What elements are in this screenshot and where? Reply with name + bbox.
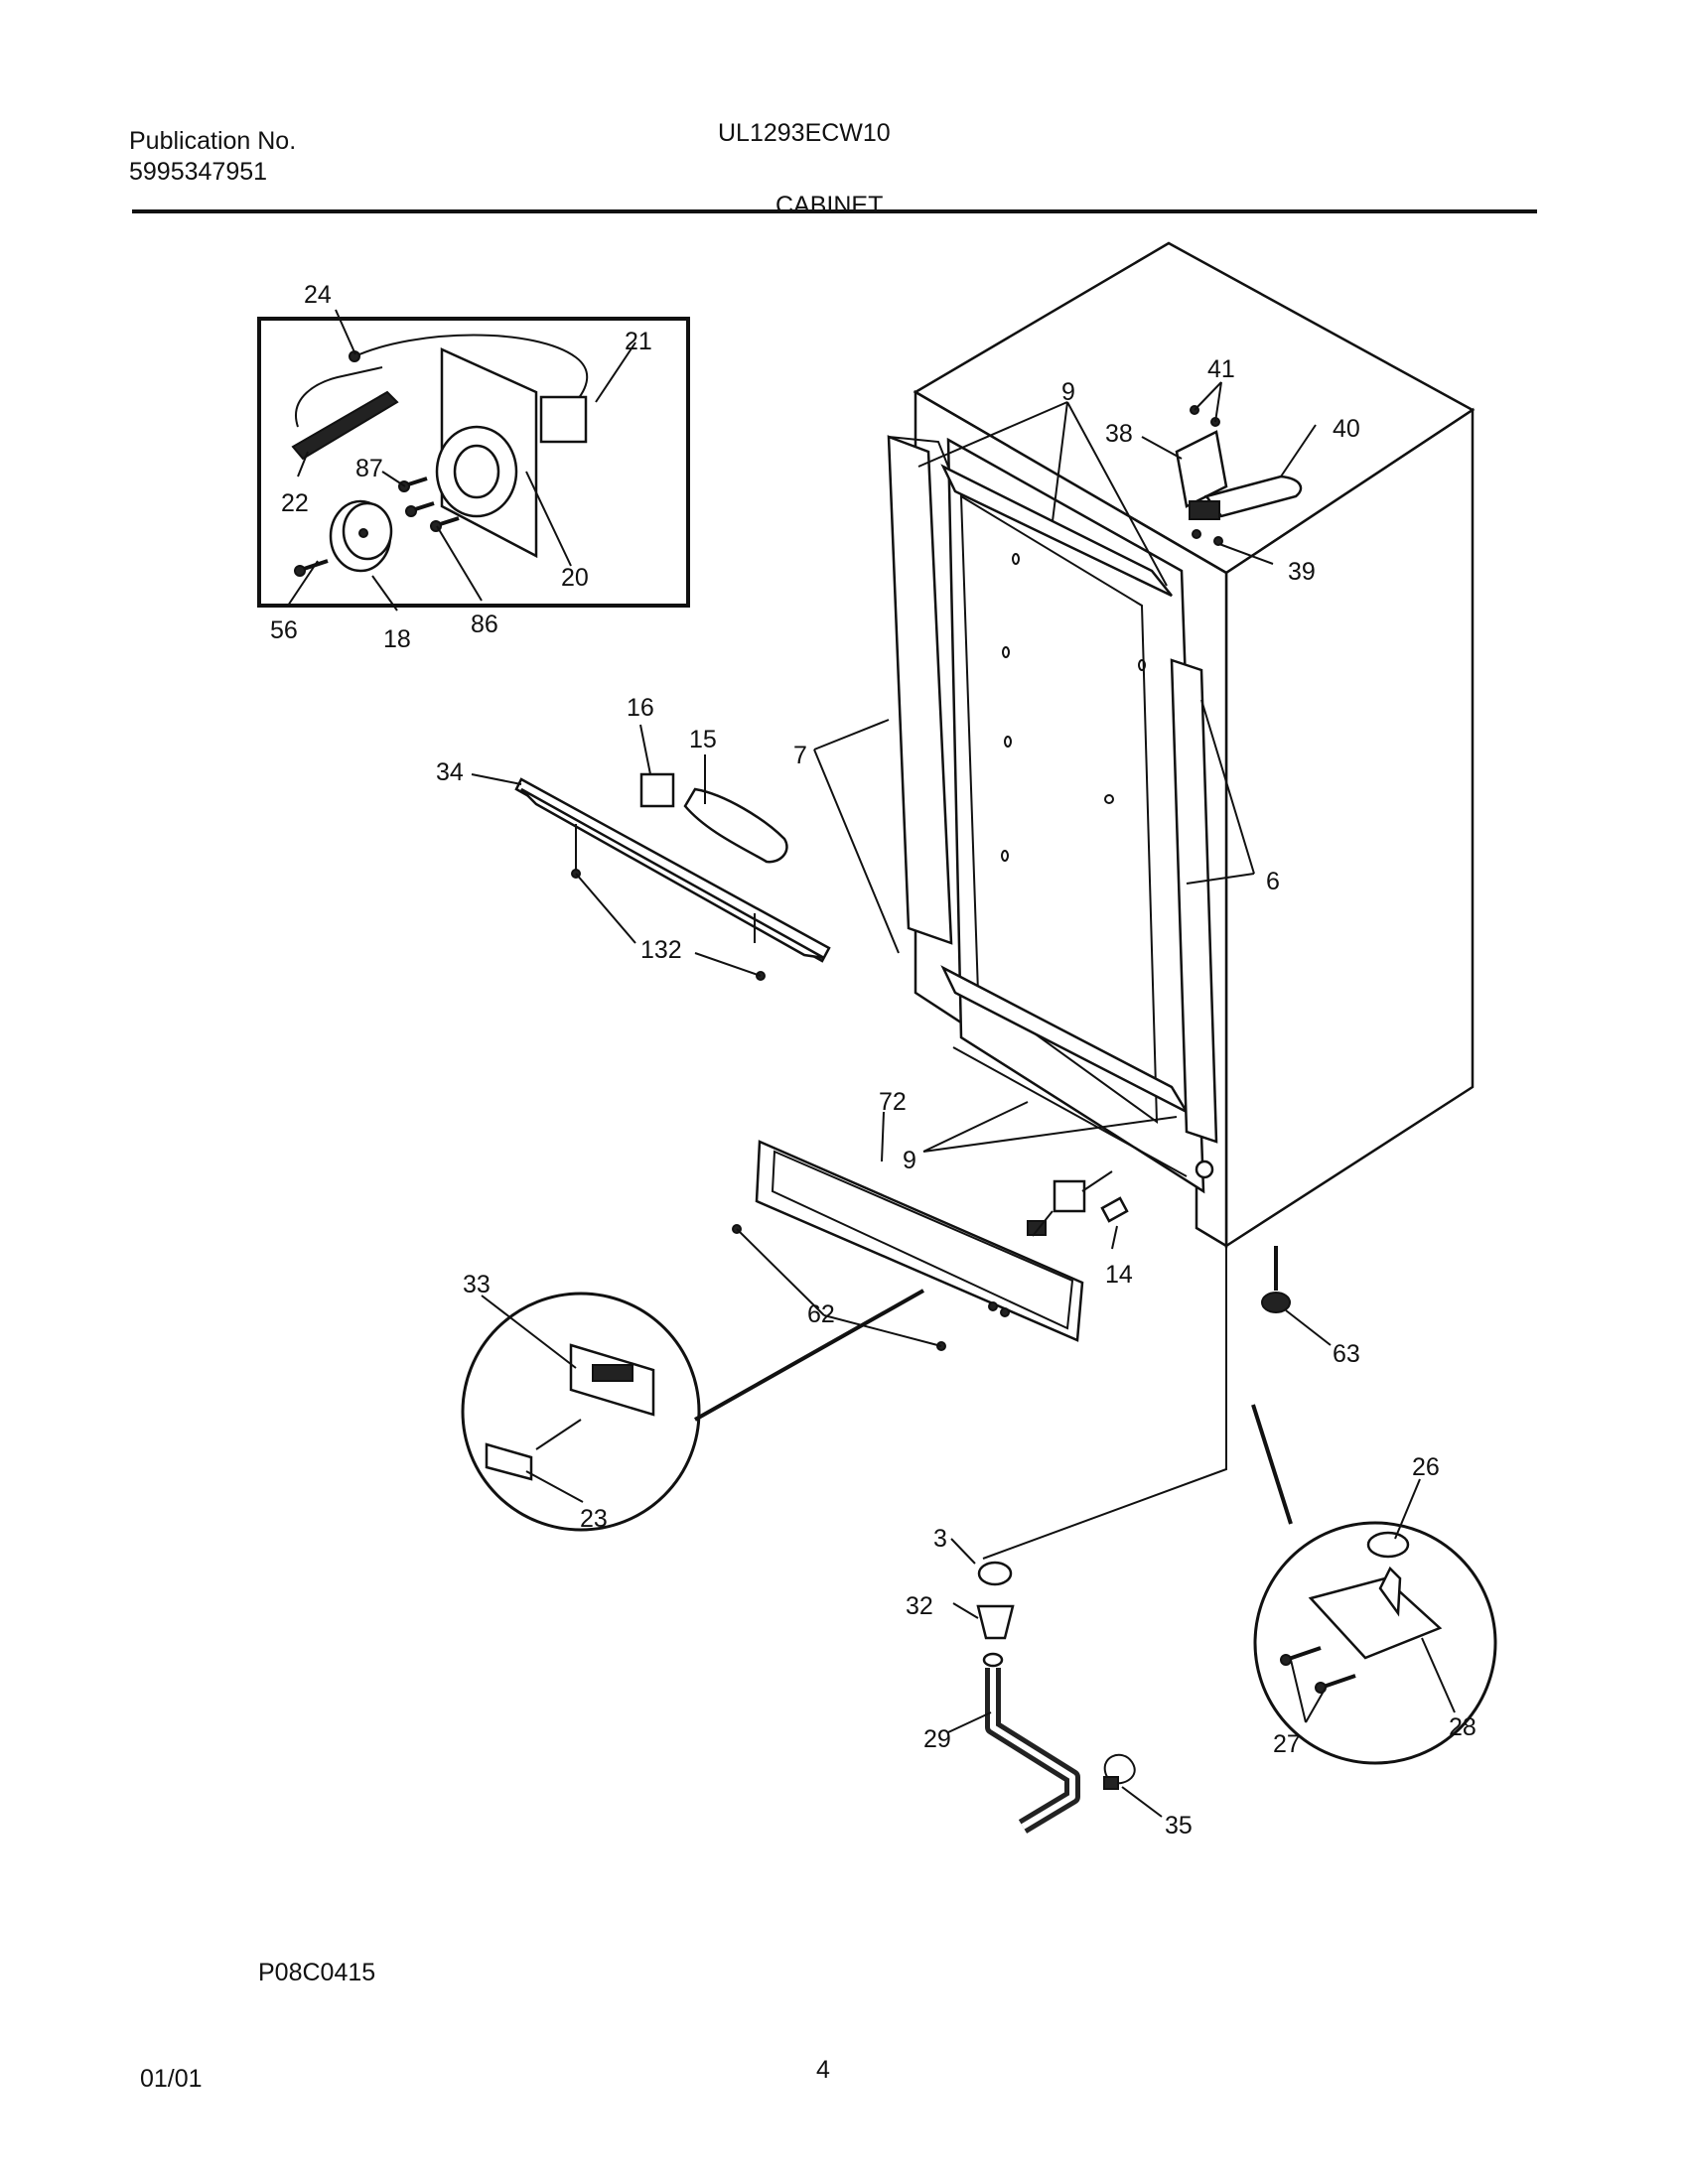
- callout-20: 20: [561, 564, 589, 592]
- callout-33: 33: [463, 1271, 491, 1298]
- publication-number: 5995347951: [129, 158, 268, 186]
- section-title: CABINET: [775, 192, 884, 219]
- callout-39: 39: [1288, 558, 1316, 586]
- footer-date: 01/01: [140, 2065, 203, 2093]
- callout-labels: 24 21 87 22 20 56 18 86 16 15 34 132 7 9…: [270, 281, 1477, 1840]
- back-wall-holes: [1001, 553, 1146, 862]
- page-number: 4: [816, 2056, 830, 2084]
- callout-63: 63: [1333, 1340, 1360, 1368]
- callout-22: 22: [281, 489, 309, 517]
- switch-parts: [1027, 1170, 1129, 1237]
- control-assembly-inset: [257, 317, 690, 608]
- callout-7: 7: [793, 742, 807, 769]
- callout-56: 56: [270, 616, 298, 644]
- callout-34: 34: [436, 758, 464, 786]
- callout-16: 16: [627, 694, 654, 722]
- hinge-detail-circle: [1251, 1404, 1497, 1765]
- callout-9-top: 9: [1061, 378, 1075, 406]
- switch-detail-circle: [461, 1289, 924, 1532]
- drain-assembly: [976, 1561, 1136, 1834]
- callout-23: 23: [580, 1505, 608, 1533]
- model-number: UL1293ECW10: [718, 119, 891, 147]
- callout-28: 28: [1449, 1713, 1477, 1741]
- light-shield-assembly: [514, 772, 831, 981]
- callout-86: 86: [471, 611, 498, 638]
- leveling-leg: [1261, 1246, 1291, 1313]
- callout-40: 40: [1333, 415, 1360, 443]
- callout-6: 6: [1266, 868, 1280, 895]
- header-rule: [132, 209, 1537, 213]
- callout-24: 24: [304, 281, 332, 309]
- leader-lines: [287, 309, 1456, 1818]
- callout-41: 41: [1207, 355, 1235, 383]
- callout-29: 29: [923, 1725, 951, 1753]
- callout-87: 87: [355, 455, 383, 482]
- callout-26: 26: [1412, 1453, 1440, 1481]
- callout-27: 27: [1273, 1730, 1301, 1758]
- callout-15: 15: [689, 726, 717, 753]
- callout-18: 18: [383, 625, 411, 653]
- callout-35: 35: [1165, 1812, 1193, 1840]
- diagram-code: P08C0415: [258, 1959, 376, 1986]
- callout-3: 3: [933, 1525, 947, 1553]
- callout-32: 32: [906, 1592, 933, 1620]
- top-hinge: [1175, 405, 1303, 546]
- callout-62: 62: [807, 1300, 835, 1328]
- callout-72: 72: [879, 1088, 907, 1116]
- callout-9-bottom: 9: [903, 1147, 916, 1174]
- callout-38: 38: [1105, 420, 1133, 448]
- callout-21: 21: [625, 328, 652, 355]
- callout-132: 132: [640, 936, 682, 964]
- publication-label: Publication No.: [129, 127, 297, 155]
- callout-14: 14: [1105, 1261, 1133, 1289]
